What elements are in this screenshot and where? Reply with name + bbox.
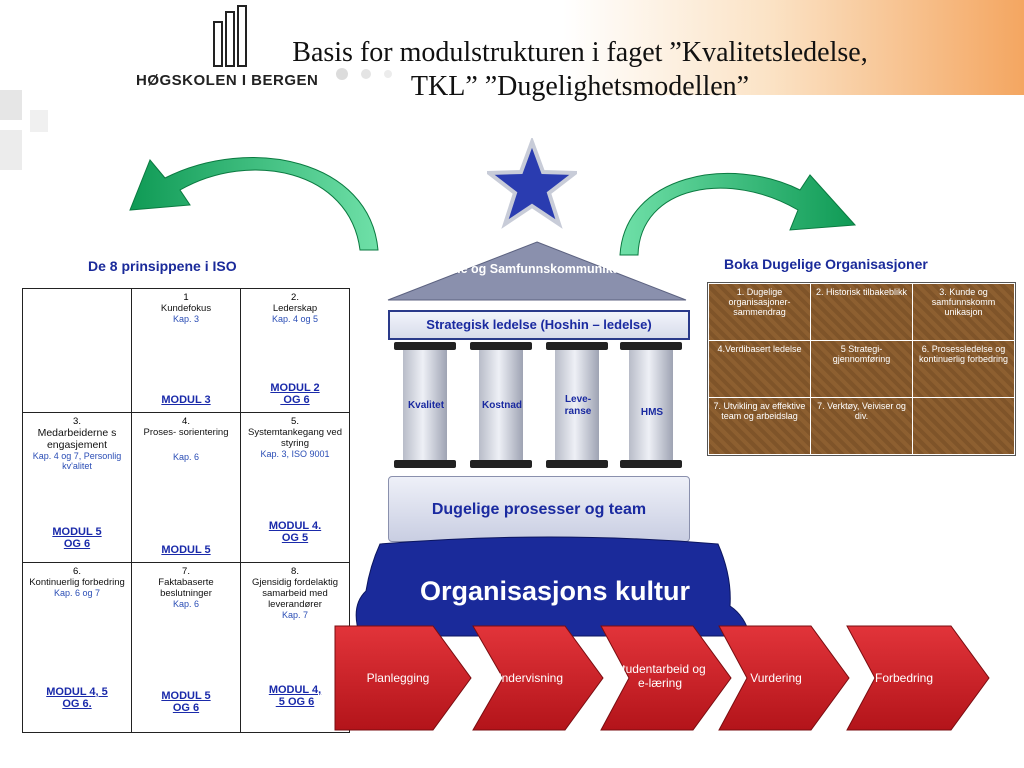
iso-cell-num: 6.	[73, 566, 81, 577]
temple-base: Dugelige prosesser og team	[388, 476, 690, 542]
iso-cell-kap: Kap. 7	[281, 610, 309, 620]
iso-cell-modul[interactable]: MODUL 5	[161, 544, 211, 556]
process-chevrons	[334, 625, 990, 731]
pillar-4	[620, 342, 682, 468]
iso-cell-name: Systemtankegang ved styring	[247, 427, 342, 449]
chevron-planlegging	[334, 625, 472, 731]
culture-label: Organisasjons kultur	[419, 576, 691, 606]
decorative-dots	[0, 90, 48, 170]
slide-title: Basis for modulstrukturen i faget ”Kvali…	[200, 36, 960, 104]
pillar-label: Kostnad	[482, 400, 522, 411]
book-chapter: 7. Utvikling av effektive team og arbeid…	[708, 397, 811, 455]
iso-cell-7: 7. Faktabaserte beslutninger Kap. 6 MODU…	[131, 562, 241, 733]
pillar-label: HMS	[640, 407, 664, 418]
iso-cell-kap: Kap. 3	[172, 314, 200, 324]
chevron-studentarbeid	[600, 625, 732, 731]
pillar-label: Leve- ranse	[564, 394, 592, 417]
book-chapter: 3. Kunde og samfunnskomm unikasjon	[912, 283, 1015, 341]
iso-cell-kap: Kap. 4 og 5	[271, 314, 319, 324]
book-chapter: 7. Verktøy, Veiviser og div.	[810, 397, 913, 455]
iso-cell-name: Proses- sorientering	[143, 427, 229, 438]
iso-cell-num: 3.	[73, 416, 81, 427]
process-step-label: Undervisning	[492, 671, 564, 685]
temple-beam: Strategisk ledelse (Hoshin – ledelse)	[388, 310, 690, 340]
iso-cell-modul[interactable]: MODUL 4, 5	[46, 686, 108, 698]
iso-cell-2: 2. Lederskap Kap. 4 og 5 MODUL 2 OG 6	[240, 288, 350, 413]
book-table: 1. Dugelige organisasjoner- sammendrag 2…	[707, 282, 1016, 456]
iso-cell-kap: Kap. 6	[172, 599, 200, 609]
pillar-label: Kvalitet	[407, 400, 445, 411]
iso-cell-modul-2[interactable]: 5 OG 6	[275, 696, 315, 708]
pillar-3	[546, 342, 608, 468]
title-line-1: Basis for modulstrukturen i faget ”Kvali…	[292, 37, 868, 68]
logo-text: HØGSKOLEN I BERGEN	[136, 72, 319, 89]
decorative-dots	[336, 68, 392, 80]
iso-cell-kap: Kap. 6 og 7	[53, 588, 101, 598]
iso-heading: De 8 prinsippene i ISO	[88, 258, 237, 274]
iso-cell-name: Lederskap	[272, 303, 318, 314]
iso-cell-modul[interactable]: MODUL 2	[270, 382, 320, 394]
iso-cell-kap: Kap. 3, ISO 9001	[260, 449, 330, 459]
iso-cell-num: 1	[183, 292, 189, 303]
book-heading: Boka Dugelige Organisasjoner	[724, 256, 928, 272]
logo-icon	[213, 5, 247, 67]
process-step-label: Forbedring	[874, 671, 934, 685]
star-icon	[487, 138, 577, 229]
iso-cell-modul-2[interactable]: OG 6	[63, 538, 91, 550]
iso-cell-modul-2[interactable]: OG 6	[172, 702, 200, 714]
iso-cell-1: 1 Kundefokus Kap. 3 MODUL 3	[131, 288, 241, 413]
process-step-label: Studentarbeid og e-læring	[614, 662, 706, 690]
book-chapter: 2. Historisk tilbakeblikk	[810, 283, 913, 341]
right-curved-arrow-icon	[619, 173, 857, 256]
pillar-2	[470, 342, 532, 468]
iso-cell-modul[interactable]: MODUL 5	[161, 690, 211, 702]
temple-roof	[387, 241, 687, 301]
book-chapter: 6. Prosessledelse og kontinuerlig forbed…	[912, 340, 1015, 398]
left-curved-arrow-icon	[129, 157, 379, 251]
iso-cell-name: Medarbeiderne s engasjement	[37, 427, 117, 451]
iso-cell-num: 8.	[291, 566, 299, 577]
iso-cell-num: 4.	[182, 416, 190, 427]
iso-cell-5: 5. Systemtankegang ved styring Kap. 3, I…	[240, 412, 350, 563]
book-chapter: 1. Dugelige organisasjoner- sammendrag	[708, 283, 811, 341]
iso-cell-4: 4. Proses- sorientering Kap. 6 MODUL 5	[131, 412, 241, 563]
book-chapter: 5 Strategi- gjennomføring	[810, 340, 913, 398]
iso-cell-6: 6. Kontinuerlig forbedring Kap. 6 og 7 M…	[22, 562, 132, 733]
culture-foundation	[355, 536, 751, 637]
header-gradient	[0, 0, 1024, 95]
process-step-label: Planlegging	[366, 671, 430, 685]
process-step-label: Vurdering	[750, 671, 802, 685]
book-chapter: 4.Verdibasert ledelse	[708, 340, 811, 398]
iso-cell-8: 8. Gjensidig fordelaktig samarbeid med l…	[240, 562, 350, 733]
iso-cell-name: Faktabaserte beslutninger	[158, 577, 214, 599]
book-chapter	[912, 397, 1015, 455]
iso-cell-num: 5.	[291, 416, 299, 427]
iso-cell-kap: Kap. 6	[172, 452, 200, 462]
chevron-forbedring	[846, 625, 990, 731]
iso-cell-modul-2[interactable]: OG 6.	[62, 698, 92, 710]
iso-cell-name: Gjensidig fordelaktig samarbeid med leve…	[251, 577, 339, 610]
chevron-vurdering	[718, 625, 850, 731]
iso-cell-modul[interactable]: MODUL 4,	[268, 684, 322, 696]
iso-cell-name: Kundefokus	[160, 303, 212, 314]
pillar-1	[394, 342, 456, 468]
iso-cell-kap: Kap. 4 og 7, Personlig kv'alitet	[32, 451, 122, 471]
iso-cell-modul[interactable]: MODUL 4.	[268, 520, 322, 532]
iso-cell-modul-2[interactable]: OG 6	[280, 394, 310, 406]
iso-cell-num: 7.	[182, 566, 190, 577]
iso-cell-modul[interactable]: MODUL 3	[161, 394, 211, 406]
iso-cell-3: 3. Medarbeiderne s engasjement Kap. 4 og…	[22, 412, 132, 563]
iso-table: 1 Kundefokus Kap. 3 MODUL 3 2. Lederskap…	[22, 288, 350, 733]
iso-cell-modul-2[interactable]: OG 5	[281, 532, 309, 544]
title-line-2: TKL” ”Dugelighetsmodellen”	[410, 71, 750, 102]
iso-cell-modul[interactable]: MODUL 5	[52, 526, 102, 538]
iso-cell-num: 2.	[291, 292, 299, 303]
temple-roof-label: Kunde og Samfunnskommunikasjon	[428, 262, 646, 276]
chevron-undervisning	[472, 625, 604, 731]
iso-cell-empty	[22, 288, 132, 413]
iso-cell-name: Kontinuerlig forbedring	[29, 577, 125, 588]
